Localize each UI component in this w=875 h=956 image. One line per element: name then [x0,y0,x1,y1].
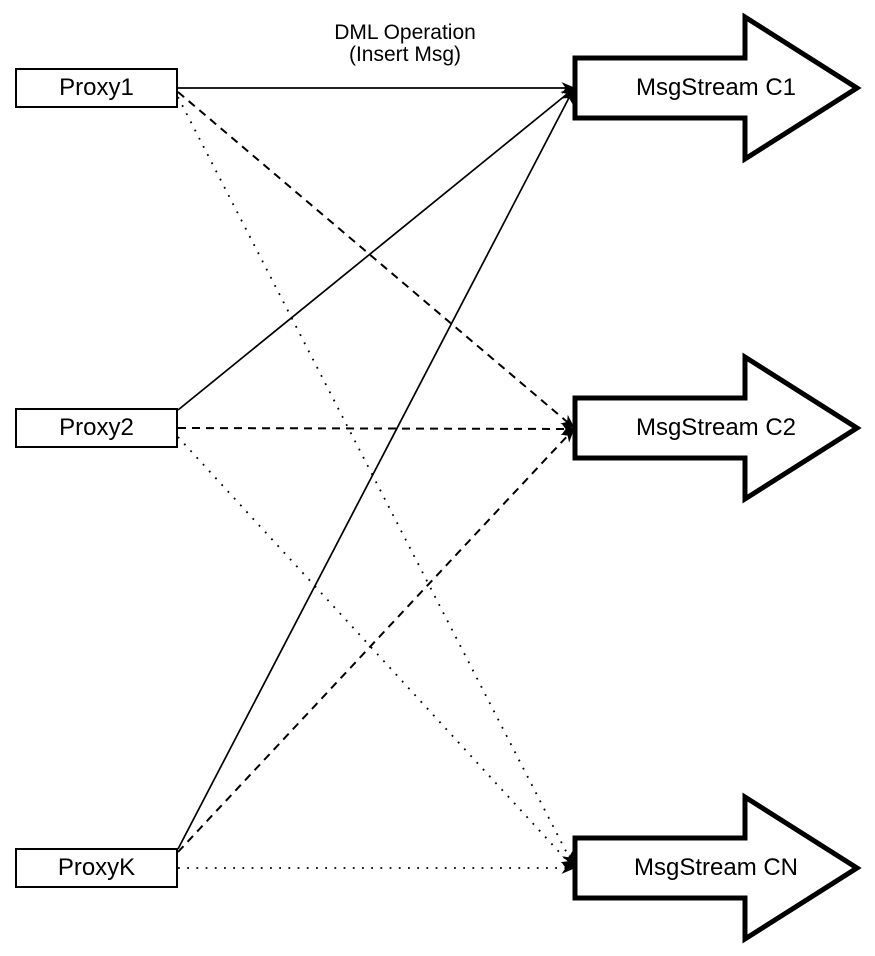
connection-proxy2-to-cn [177,436,575,869]
connection-proxy1-to-c2 [177,91,575,429]
connection-proxyk-to-c1 [177,88,574,850]
msgstream-arrow-shapes [572,12,862,944]
connection-proxy2-to-c1 [177,87,575,411]
connection-proxyk-to-c2 [177,428,575,853]
msgstream-cn-label: MsgStream CN [633,854,799,881]
connection-proxy1-to-cn [177,96,574,867]
proxyk-label: ProxyK [57,854,136,881]
proxy2-label: Proxy2 [59,414,134,441]
annotation-line2: (Insert Msg) [348,42,461,66]
msgstream-cn-arrow-shape [572,792,862,944]
dml-operation-annotation: DML Operation (Insert Msg) [295,22,515,65]
msgstream-c2-arrow-shape [572,352,862,504]
msgstream-c1-arrow-shape [572,12,862,164]
proxy1-node: Proxy1 [15,68,178,108]
annotation-line1: DML Operation [334,21,476,44]
proxyk-node: ProxyK [15,848,178,888]
proxy2-node: Proxy2 [15,408,178,448]
msgstream-c2-label: MsgStream C2 [635,414,797,441]
connection-lines-layer [177,82,576,874]
connection-proxy2-to-c2 [177,423,576,435]
msgstream-c1-label: MsgStream C1 [635,74,797,101]
proxy1-label: Proxy1 [59,74,134,101]
